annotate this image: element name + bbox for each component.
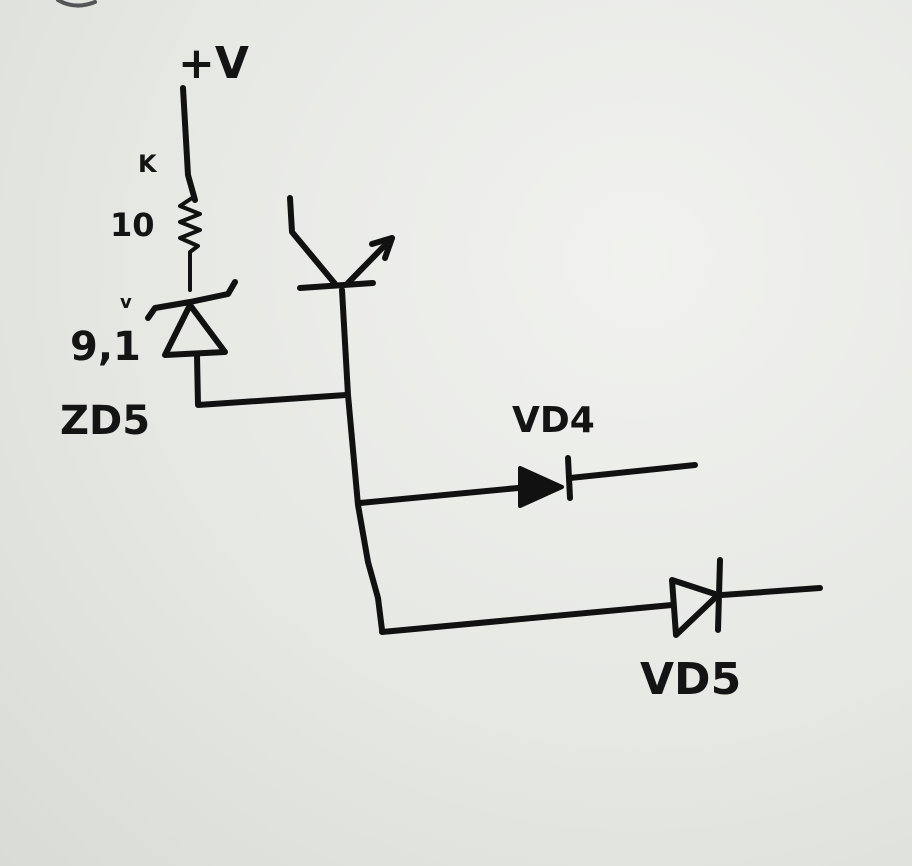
vd4-label: VD4: [512, 400, 595, 441]
main-bus-wire: [339, 287, 385, 633]
vd4-output-wire: [567, 462, 698, 481]
supply-wire: [180, 85, 198, 203]
transistor-emitter: [345, 235, 395, 286]
zener-to-base-wire: [194, 352, 349, 408]
zener-name-label: ZD5: [60, 398, 150, 444]
zener-voltage-unit-label: v: [120, 292, 132, 313]
paper-smudge: [56, 0, 97, 8]
supply-label: +V: [178, 38, 249, 89]
zener-diode-zd5: [145, 279, 349, 408]
resistor-value-label: 10: [110, 206, 155, 244]
vd4-input-wire: [357, 485, 521, 506]
vd5-label: VD5: [640, 654, 741, 705]
emitter-arrow: [369, 235, 395, 261]
resistor-unit-label: K: [138, 150, 158, 178]
vd5-input-wire: [379, 602, 675, 635]
zener-voltage-label: 9,1: [70, 324, 141, 370]
diode-vd4: [357, 455, 698, 508]
transistor-collector: [287, 195, 339, 288]
resistor-r-symbol: [178, 196, 202, 292]
vd5-output-wire: [719, 585, 823, 598]
transistor-symbol: [287, 195, 395, 291]
diode-vd5: [379, 557, 823, 638]
